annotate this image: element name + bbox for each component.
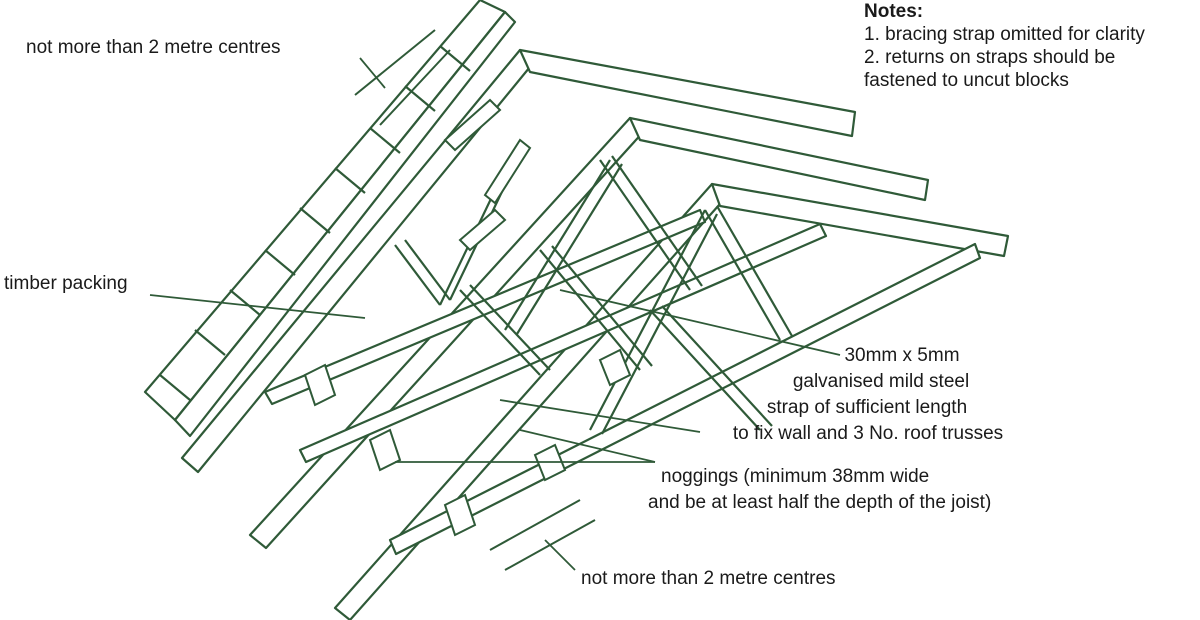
label-timber-packing: timber packing <box>4 273 128 294</box>
note-item-2: 2. returns on straps should be <box>864 47 1116 68</box>
label-bottom-centres: not more than 2 metre centres <box>581 568 836 589</box>
note-item-1: 1. bracing strap omitted for clarity <box>864 24 1145 45</box>
label-strap-4: to fix wall and 3 No. roof trusses <box>732 423 1004 444</box>
gable-wall <box>143 0 517 438</box>
label-noggings-2: and be at least half the depth of the jo… <box>648 492 992 513</box>
note-item-3: fastened to uncut blocks <box>864 70 1069 91</box>
label-noggings-1: noggings (minimum 38mm wide <box>661 466 930 487</box>
timber-packing-blocks <box>443 98 532 252</box>
ceiling-ties <box>263 208 982 556</box>
label-strap-3: strap of sufficient length <box>766 397 968 418</box>
notes-block: Notes: 1. bracing strap omitted for clar… <box>864 0 1145 92</box>
noggings <box>303 348 632 537</box>
notes-heading: Notes: <box>864 1 924 22</box>
label-strap-1: 30mm x 5mm <box>844 345 960 366</box>
label-top-centres: not more than 2 metre centres <box>26 37 281 58</box>
label-strap-2: galvanised mild steel <box>792 371 970 392</box>
rafters <box>180 48 1010 620</box>
leader-lines <box>149 57 841 571</box>
